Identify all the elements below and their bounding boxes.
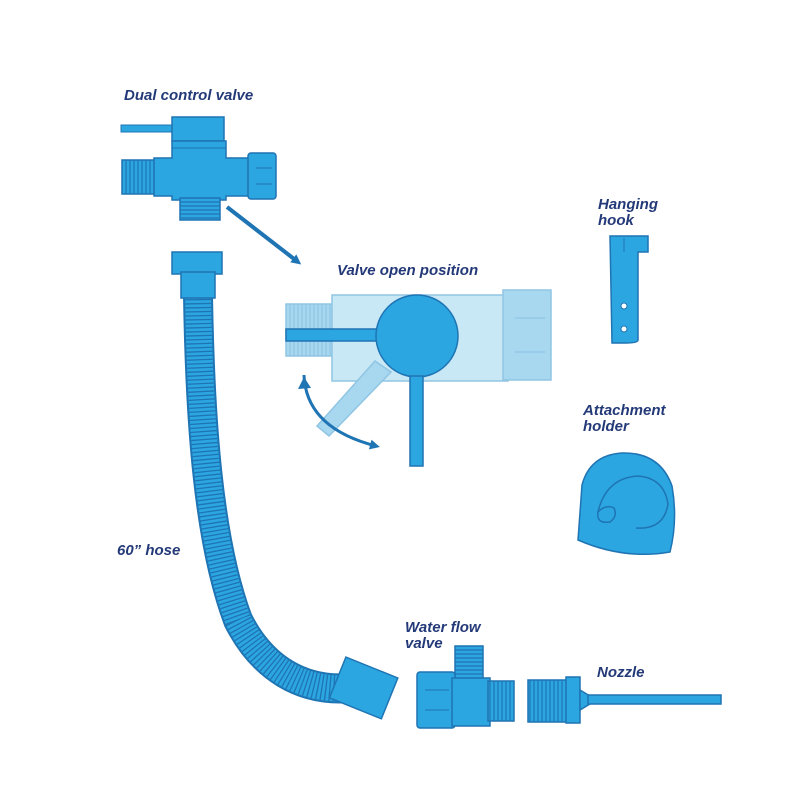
label-text-line1: Water flow xyxy=(405,619,481,636)
label-valve-open-position: Valve open position xyxy=(337,263,478,279)
label-dual-control-valve: Dual control valve xyxy=(124,88,253,104)
dual-control-valve-icon xyxy=(120,116,277,221)
label-text-line2: valve xyxy=(405,635,443,652)
label-text-line1: Attachment xyxy=(583,402,666,419)
label-hanging-hook: Hanging hook xyxy=(598,197,658,229)
label-nozzle: Nozzle xyxy=(597,665,645,681)
label-text: Nozzle xyxy=(597,664,645,681)
pointer-arrow xyxy=(225,205,302,265)
water-flow-valve-icon xyxy=(416,645,515,729)
label-text-line2: hook xyxy=(598,212,634,229)
label-hose: 60” hose xyxy=(117,543,180,559)
nozzle-icon xyxy=(527,676,722,724)
label-text: Valve open position xyxy=(337,262,479,279)
label-text: 60” hose xyxy=(117,542,181,559)
label-text-line2: holder xyxy=(583,418,629,435)
label-text: Dual control valve xyxy=(124,87,254,104)
label-text-line1: Hanging xyxy=(598,196,658,213)
valve-open-position-icon xyxy=(285,289,552,467)
attachment-holder-icon xyxy=(577,452,676,556)
label-water-flow-valve: Water flow valve xyxy=(405,620,481,652)
hose-icon xyxy=(171,251,399,720)
label-attachment-holder: Attachment holder xyxy=(583,403,666,435)
hanging-hook-icon xyxy=(609,235,649,344)
